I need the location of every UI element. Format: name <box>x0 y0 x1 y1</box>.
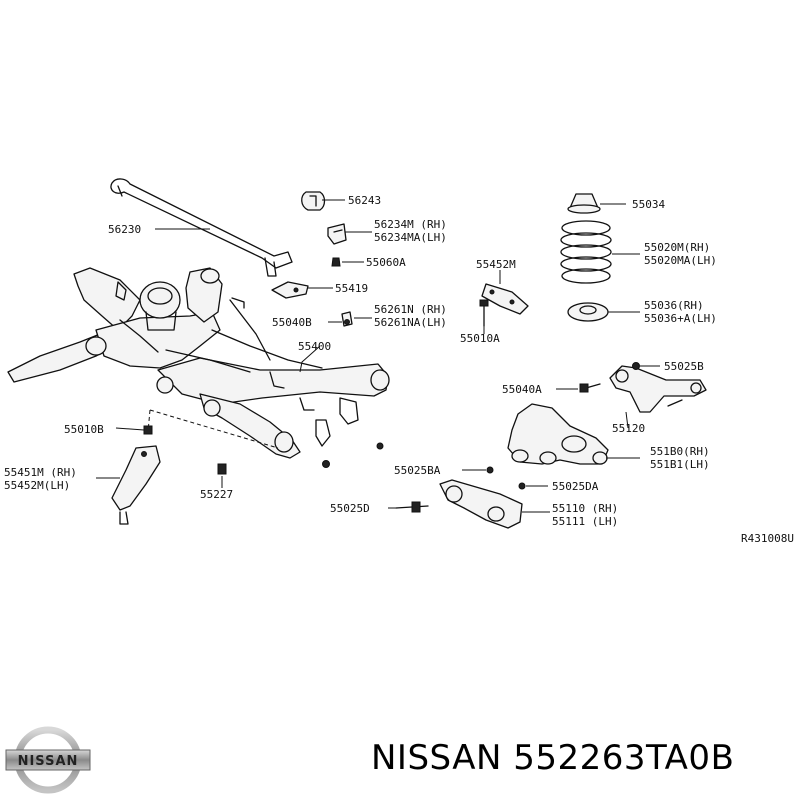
label-55020ma: 55020MA(LH) <box>644 254 717 267</box>
stabilizer-bar-56230 <box>110 178 293 277</box>
part-number-caption: NISSAN 552263TA0B <box>371 738 735 778</box>
bolt-55040a <box>579 383 601 393</box>
label-56234ma: 56234MA(LH) <box>374 231 447 244</box>
spring-seat-55036 <box>567 302 609 322</box>
nut-55025b <box>632 362 640 370</box>
bushing-56243 <box>301 191 326 211</box>
bracket-55419 <box>271 281 309 299</box>
label-55010b: 55010B <box>64 423 104 436</box>
label-55010a: 55010A <box>460 332 500 345</box>
clamp-56234m <box>327 223 347 245</box>
leader-lines <box>96 199 660 513</box>
label-55020m: 55020M(RH) <box>644 241 710 254</box>
bolt-55010a <box>479 299 489 327</box>
label-56230: 56230 <box>108 223 141 236</box>
label-55120: 55120 <box>612 422 645 435</box>
rear-arm-55110 <box>439 466 526 529</box>
label-55036a: 55036+A(LH) <box>644 312 717 325</box>
label-56261na: 56261NA(LH) <box>374 316 447 329</box>
label-56234m: 56234M (RH) <box>374 218 447 231</box>
lower-arm-551b0 <box>507 403 609 465</box>
label-55025d: 55025D <box>330 502 370 515</box>
label-55452m-lh: 55452M(LH) <box>4 479 70 492</box>
svg-text:NISSAN: NISSAN <box>18 754 79 769</box>
label-551b1: 551B1(LH) <box>650 458 710 471</box>
bolt-55025d <box>395 501 429 513</box>
label-55034: 55034 <box>632 198 665 211</box>
label-55451m: 55451M (RH) <box>4 466 77 479</box>
diagram-reference-code: R431008U <box>741 532 794 545</box>
connecting-rod-56261n <box>341 311 353 327</box>
label-55040a: 55040A <box>502 383 542 396</box>
label-55419: 55419 <box>335 282 368 295</box>
label-55111: 55111 (LH) <box>552 515 618 528</box>
label-551b0: 551B0(RH) <box>650 445 710 458</box>
subframe-55400 <box>7 267 390 468</box>
dashed-guides <box>147 409 279 449</box>
label-55227: 55227 <box>200 488 233 501</box>
nut-55060a <box>331 257 341 267</box>
label-55025b: 55025B <box>664 360 704 373</box>
bracket-55451m <box>111 445 161 525</box>
label-55400: 55400 <box>298 340 331 353</box>
bolt-55010b <box>143 425 153 435</box>
label-55110: 55110 (RH) <box>552 502 618 515</box>
nissan-logo-icon: NISSAN <box>5 726 91 794</box>
label-55025da: 55025DA <box>552 480 599 493</box>
label-56261n: 56261N (RH) <box>374 303 447 316</box>
label-55060a: 55060A <box>366 256 406 269</box>
label-56243: 56243 <box>348 194 381 207</box>
coil-spring-55020m <box>560 220 612 284</box>
bump-stop-55034 <box>567 193 601 214</box>
label-55452m-top: 55452M <box>476 258 516 271</box>
label-55040b: 55040B <box>272 316 312 329</box>
bracket-55452m-top <box>481 283 529 315</box>
label-55036: 55036(RH) <box>644 299 704 312</box>
nut-55227 <box>217 463 227 475</box>
label-55025ba: 55025BA <box>394 464 441 477</box>
